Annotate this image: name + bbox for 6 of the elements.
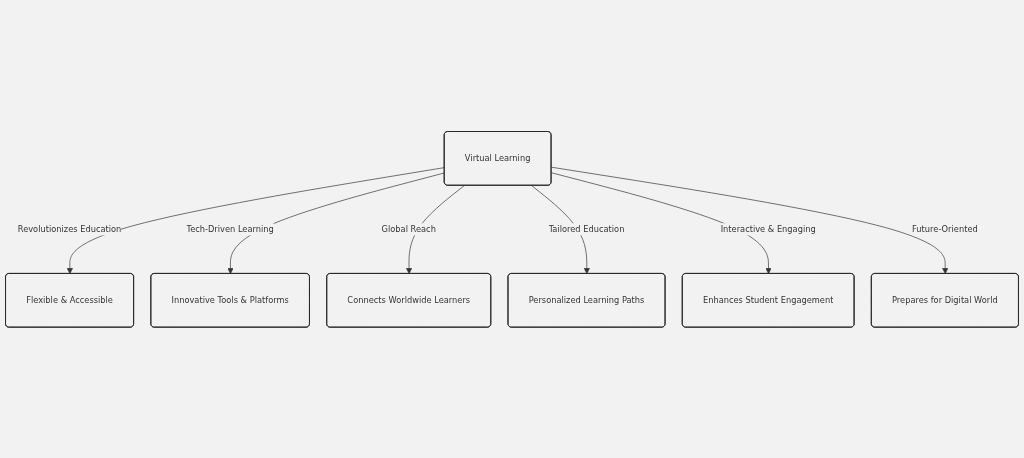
edge-label: Interactive & Engaging (720, 224, 816, 234)
edge-label: Revolutionizes Education (17, 224, 122, 234)
edge-label: Tech-Driven Learning (186, 224, 274, 234)
edge-label: Global Reach (381, 224, 436, 234)
edge-label: Future-Oriented (912, 224, 978, 234)
edge-label: Tailored Education (548, 224, 625, 234)
